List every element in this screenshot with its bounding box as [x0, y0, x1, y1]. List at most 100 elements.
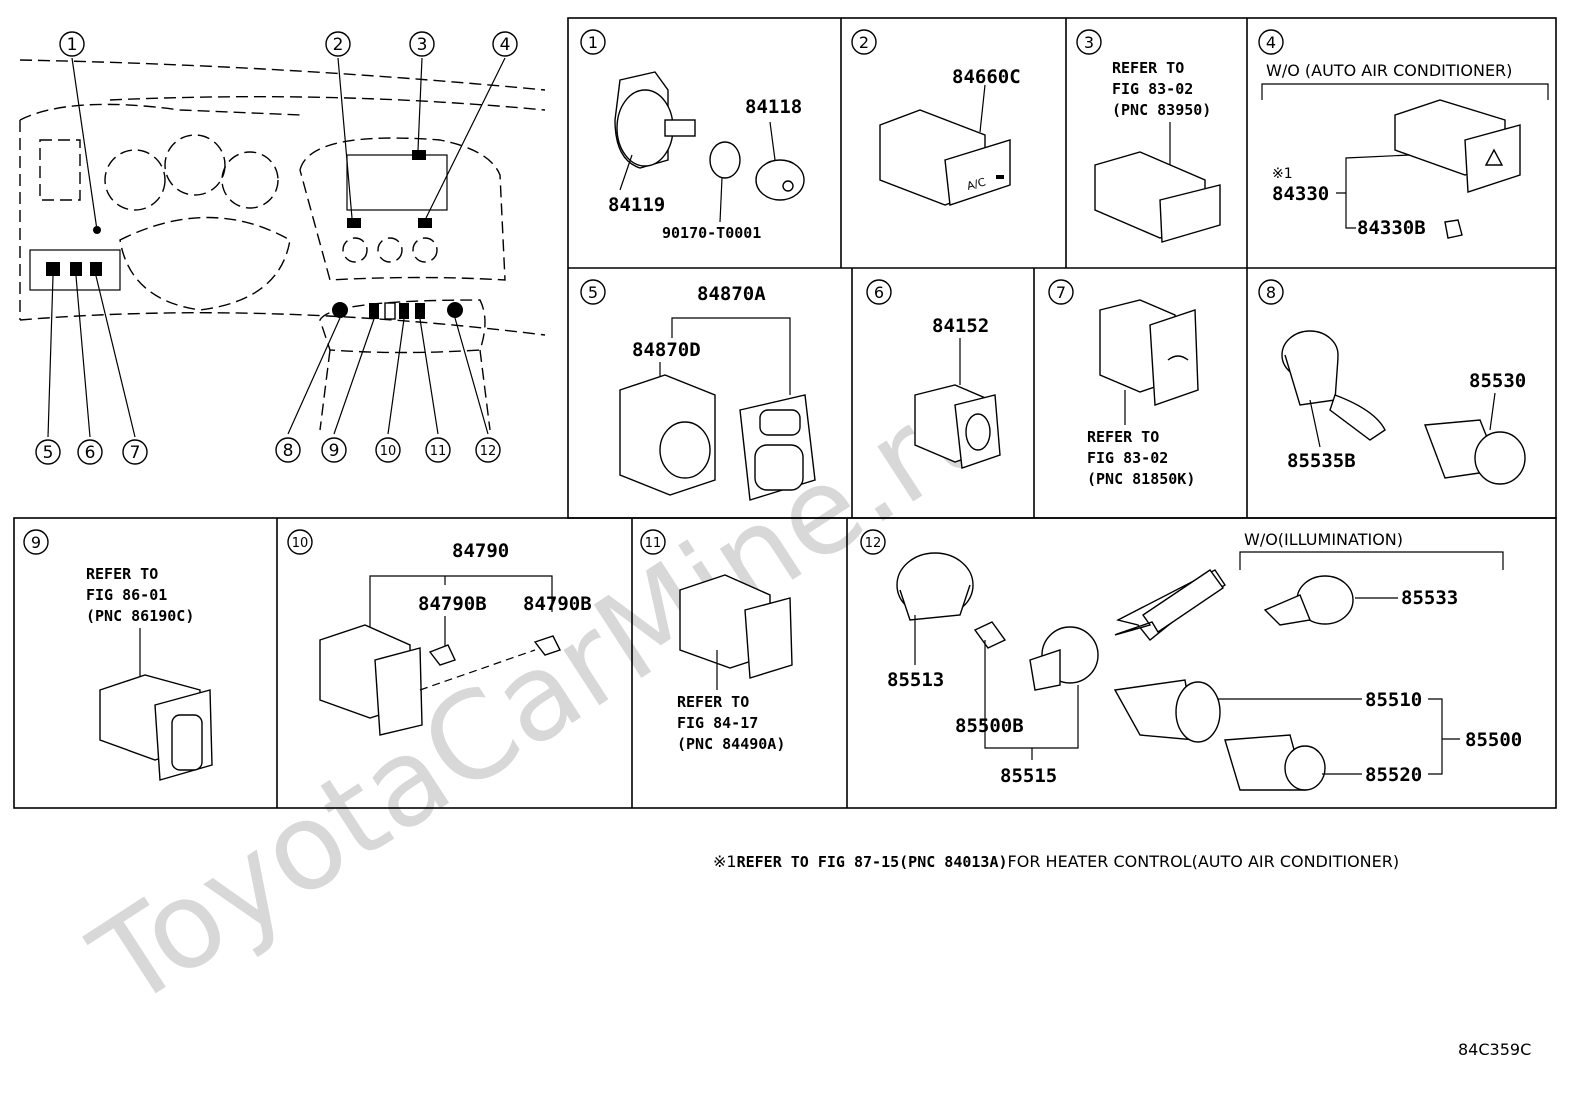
part-number[interactable]: 84790B — [418, 593, 487, 615]
refer-text: REFER TO — [1112, 59, 1184, 77]
switch-illustration — [1099, 299, 1199, 406]
cell-number: 2 — [859, 33, 869, 52]
footnote: ※1REFER TO FIG 87-15(PNC 84013A)FOR HEAT… — [713, 852, 1399, 871]
dashboard-overview — [19, 57, 546, 438]
switch-illustration — [679, 574, 793, 679]
switch-label: A/C — [965, 175, 987, 193]
part-number[interactable]: 85500 — [1465, 729, 1522, 751]
footnote-mark: ※1 — [713, 852, 737, 871]
cell-1: 1 84119 84118 90170-T0001 — [580, 29, 805, 242]
svg-text:5: 5 — [43, 443, 54, 463]
part-number[interactable]: 84870A — [697, 283, 766, 305]
part-number[interactable]: 85520 — [1365, 764, 1422, 786]
refer-text[interactable]: (PNC 83950) — [1112, 101, 1211, 119]
refer-text: REFER TO — [1087, 428, 1159, 446]
part-number[interactable]: 85530 — [1469, 370, 1526, 392]
refer-text[interactable]: (PNC 81850K) — [1087, 470, 1195, 488]
callout-8[interactable]: 8 — [275, 437, 301, 463]
callout-1[interactable]: 1 — [59, 31, 85, 57]
svg-text:8: 8 — [283, 441, 294, 461]
part-number[interactable]: 90170-T0001 — [662, 224, 761, 242]
cell-2: 2 A/C 84660C — [851, 29, 1021, 206]
part-number[interactable]: 84119 — [608, 194, 665, 216]
svg-text:※1REFER TO FIG 87-15(PNC 84013: ※1REFER TO FIG 87-15(PNC 84013A)FOR HEAT… — [713, 852, 1399, 871]
part-number[interactable]: 85500B — [955, 715, 1024, 737]
ac-switch-illustration — [879, 109, 1011, 206]
part-number[interactable]: 84330B — [1357, 217, 1426, 239]
cell-number: 8 — [1266, 283, 1276, 302]
hazard-switch-illustration — [1394, 99, 1521, 239]
part-number[interactable]: 84790 — [452, 540, 509, 562]
cell-6: 6 84152 — [866, 279, 1001, 469]
blower-switch-illustration — [614, 71, 805, 201]
switch-illustration — [914, 384, 1001, 469]
svg-text:3: 3 — [417, 35, 428, 55]
refer-text[interactable]: FIG 83-02 — [1112, 80, 1193, 98]
cell-number: 6 — [874, 283, 884, 302]
cell-11: 11 REFER TO FIG 84-17 (PNC 84490A) — [640, 529, 793, 753]
part-number[interactable]: 84660C — [952, 66, 1021, 88]
cell-4: 4 W/O (AUTO AIR CONDITIONER) ※1 84330 84… — [1258, 29, 1549, 239]
part-number[interactable]: 85513 — [887, 669, 944, 691]
callout-10[interactable]: 10 — [375, 437, 401, 463]
cell-number: 7 — [1056, 283, 1066, 302]
cell-9: 9 REFER TO FIG 86-01 (PNC 86190C) — [23, 529, 213, 781]
cell-12: 12 W/O(ILLUMINATION) 85513 85533 85500B … — [860, 529, 1522, 791]
part-number[interactable]: 85510 — [1365, 689, 1422, 711]
cell-number: 1 — [588, 33, 598, 52]
switch-illustration — [99, 674, 213, 781]
cell-number: 5 — [588, 283, 598, 302]
switch-illustration — [1094, 151, 1221, 243]
refer-text[interactable]: FIG 84-17 — [677, 714, 758, 732]
svg-text:12: 12 — [480, 444, 497, 459]
part-number[interactable]: 85535B — [1287, 450, 1356, 472]
part-number[interactable]: 84330 — [1272, 183, 1329, 205]
part-number[interactable]: 84790B — [523, 593, 592, 615]
footnote-reference[interactable]: REFER TO FIG 87-15(PNC 84013A) — [737, 853, 1008, 871]
cell-8: 8 85530 85535B — [1258, 279, 1526, 485]
watermark: ToyotaCarMine.ru — [69, 347, 1025, 1035]
callout-2[interactable]: 2 — [325, 31, 351, 57]
cell-number: 3 — [1084, 33, 1094, 52]
callout-9[interactable]: 9 — [321, 437, 347, 463]
callout-11[interactable]: 11 — [425, 437, 451, 463]
svg-text:7: 7 — [130, 443, 141, 463]
cell-number: 12 — [865, 536, 882, 551]
svg-text:4: 4 — [500, 35, 511, 55]
refer-text: REFER TO — [86, 565, 158, 583]
callout-3[interactable]: 3 — [409, 31, 435, 57]
part-number[interactable]: 85533 — [1401, 587, 1458, 609]
callout-4[interactable]: 4 — [492, 31, 518, 57]
overview-callouts: 1 2 3 4 5 6 7 8 9 10 11 12 — [35, 31, 518, 465]
socket-illustration — [1281, 330, 1526, 485]
cigar-lighter-illustration — [896, 552, 1354, 791]
callout-6[interactable]: 6 — [77, 439, 103, 465]
refer-text[interactable]: (PNC 84490A) — [677, 735, 785, 753]
refer-text: REFER TO — [677, 693, 749, 711]
callout-12[interactable]: 12 — [475, 437, 501, 463]
cell-10: 10 84790 84790B 84790B — [287, 529, 592, 736]
condition-note: W/O (AUTO AIR CONDITIONER) — [1266, 61, 1512, 80]
part-number[interactable]: 84118 — [745, 96, 802, 118]
cell-number: 11 — [645, 536, 662, 551]
refer-text[interactable]: FIG 86-01 — [86, 586, 167, 604]
refer-text[interactable]: FIG 83-02 — [1087, 449, 1168, 467]
footnote-text: FOR HEATER CONTROL(AUTO AIR CONDITIONER) — [1008, 852, 1400, 871]
cell-7: 7 REFER TO FIG 83-02 (PNC 81850K) — [1048, 279, 1199, 488]
svg-text:1: 1 — [67, 35, 78, 55]
cell-5: 5 84870A 84870D — [580, 279, 816, 501]
part-number[interactable]: 84870D — [632, 339, 701, 361]
condition-note: W/O(ILLUMINATION) — [1244, 530, 1403, 549]
callout-5[interactable]: 5 — [35, 439, 61, 465]
svg-text:11: 11 — [430, 444, 447, 459]
cell-3: 3 REFER TO FIG 83-02 (PNC 83950) — [1076, 29, 1221, 243]
part-number[interactable]: 84152 — [932, 315, 989, 337]
svg-text:2: 2 — [333, 35, 344, 55]
mirror-switch-illustration — [619, 374, 816, 501]
footnote-mark: ※1 — [1272, 166, 1293, 182]
refer-text[interactable]: (PNC 86190C) — [86, 607, 194, 625]
svg-text:10: 10 — [380, 444, 397, 459]
callout-7[interactable]: 7 — [122, 439, 148, 465]
part-number[interactable]: 85515 — [1000, 765, 1057, 787]
switch-illustration — [319, 624, 561, 736]
